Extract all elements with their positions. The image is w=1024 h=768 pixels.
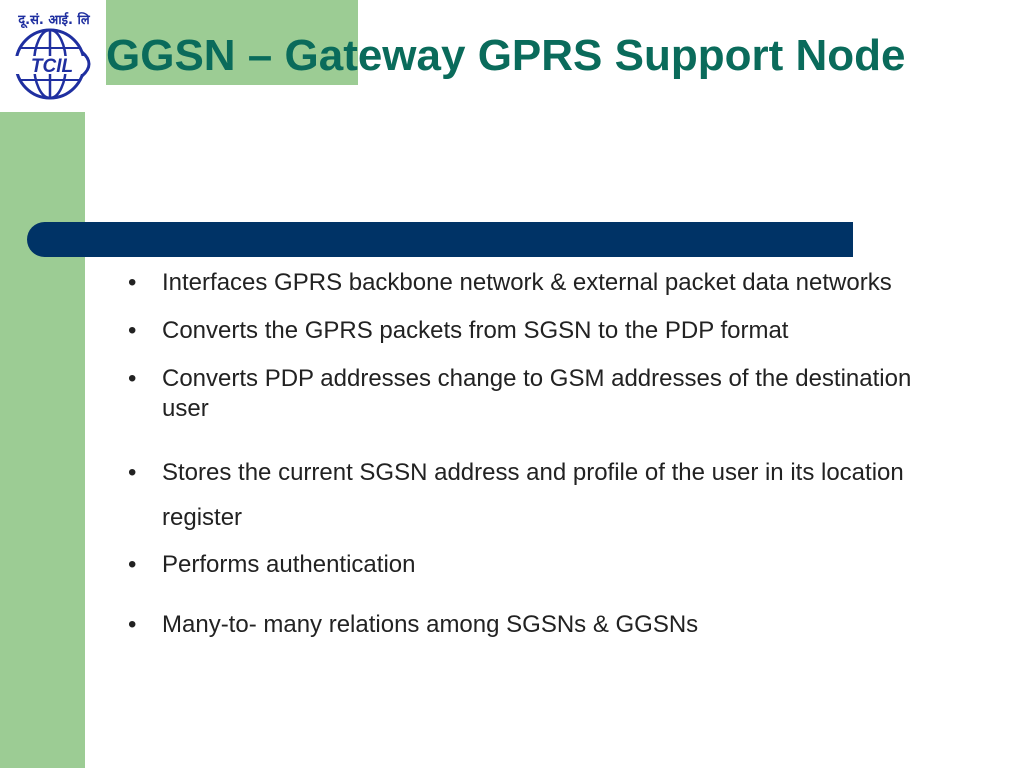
bullet-dot-icon: • [128,269,137,296]
logo-hindi-text: दू.सं. आई. लि [17,12,91,29]
list-item: • Interfaces GPRS backbone network & exte… [128,268,918,298]
slide-title: GGSN – Gateway GPRS Support Node [106,31,906,80]
top-green-block [85,0,358,85]
list-item: • Stores the current SGSN address and pro… [128,450,918,540]
bullet-dot-icon: • [128,317,137,344]
list-item: • Many-to- many relations among SGSNs & G… [128,610,918,640]
bullet-dot-icon: • [128,459,137,486]
left-green-strip [0,0,85,768]
title-divider-bar [27,222,853,257]
bullet-list: • Interfaces GPRS backbone network & exte… [128,268,918,640]
logo-brand-text: TCIL [31,56,73,77]
bullet-text: Performs authentication [162,551,416,578]
list-item: • Converts PDP addresses change to GSM ad… [128,364,918,424]
list-item: • Performs authentication [128,550,918,580]
bullet-dot-icon: • [128,551,137,578]
tcil-globe-logo-icon: दू.सं. आई. लि TCIL [14,12,92,100]
logo: दू.सं. आई. लि TCIL [0,0,106,112]
bullet-text: Interfaces GPRS backbone network & exter… [162,269,892,296]
bullet-dot-icon: • [128,611,137,638]
bullet-text: Many-to- many relations among SGSNs & GG… [162,611,699,638]
bullet-text: Stores the current SGSN address and prof… [162,459,904,531]
bullet-dot-icon: • [128,365,137,392]
bullet-text: Converts the GPRS packets from SGSN to t… [162,317,789,344]
bullet-text: Converts PDP addresses change to GSM add… [162,365,912,422]
list-item: • Converts the GPRS packets from SGSN to … [128,316,918,346]
